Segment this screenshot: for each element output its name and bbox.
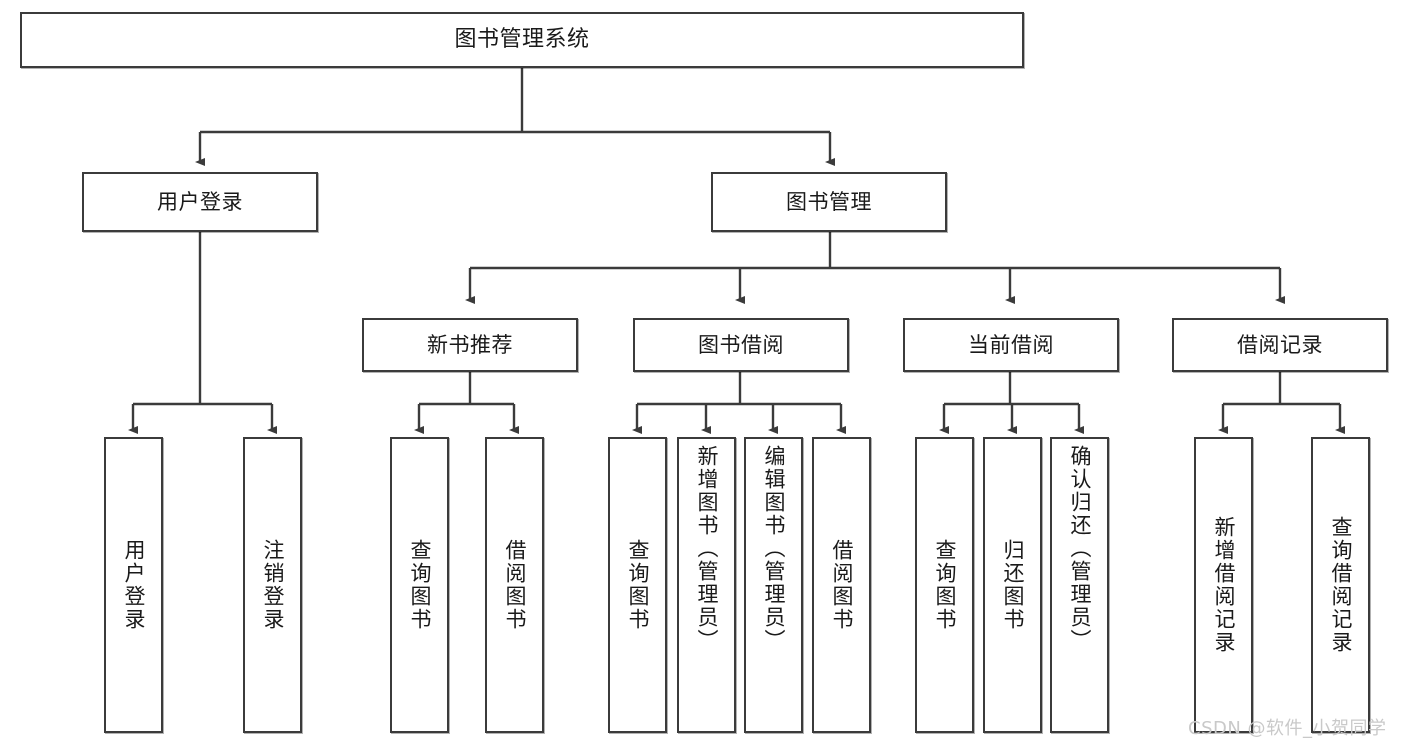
node-leaf-add-book-admin[interactable]: 新增图书（管理员）: [677, 437, 736, 733]
node-current-borrow[interactable]: 当前借阅: [903, 318, 1119, 372]
node-label: 确认归还（管理员）: [1068, 445, 1092, 652]
node-label: 归还图书: [1001, 539, 1025, 631]
node-leaf-edit-book-admin[interactable]: 编辑图书（管理员）: [744, 437, 803, 733]
node-leaf-query-book-borrow[interactable]: 查询图书: [608, 437, 667, 733]
node-leaf-query-borrow-record[interactable]: 查询借阅记录: [1311, 437, 1370, 733]
node-label: 新增借阅记录: [1212, 516, 1236, 654]
node-root-book-management-system[interactable]: 图书管理系统: [20, 12, 1024, 68]
node-new-book-recommend[interactable]: 新书推荐: [362, 318, 578, 372]
node-label: 借阅记录: [1237, 332, 1323, 357]
node-label: 借阅图书: [503, 539, 527, 631]
node-leaf-borrow-book-recommend[interactable]: 借阅图书: [485, 437, 544, 733]
node-leaf-borrow-book[interactable]: 借阅图书: [812, 437, 871, 733]
node-user-login[interactable]: 用户登录: [82, 172, 318, 232]
node-label: 新增图书（管理员）: [695, 445, 719, 652]
node-book-management[interactable]: 图书管理: [711, 172, 947, 232]
node-leaf-query-book-recommend[interactable]: 查询图书: [390, 437, 449, 733]
watermark-text: CSDN @软件_小贺同学: [1188, 718, 1387, 739]
node-label: 图书管理系统: [454, 27, 590, 53]
node-leaf-add-borrow-record[interactable]: 新增借阅记录: [1194, 437, 1253, 733]
node-label: 查询图书: [408, 539, 432, 631]
node-label: 新书推荐: [427, 332, 513, 357]
node-label: 图书管理: [786, 189, 872, 214]
node-label: 查询借阅记录: [1329, 516, 1353, 654]
node-leaf-confirm-return-admin[interactable]: 确认归还（管理员）: [1050, 437, 1109, 733]
node-label: 当前借阅: [968, 332, 1054, 357]
node-label: 借阅图书: [830, 539, 854, 631]
node-leaf-return-book[interactable]: 归还图书: [983, 437, 1042, 733]
node-label: 编辑图书（管理员）: [762, 445, 786, 652]
node-label: 用户登录: [157, 189, 243, 214]
node-label: 图书借阅: [698, 332, 784, 357]
node-leaf-logout[interactable]: 注销登录: [243, 437, 302, 733]
node-label: 用户登录: [122, 539, 146, 631]
node-leaf-user-login[interactable]: 用户登录: [104, 437, 163, 733]
node-label: 查询图书: [933, 539, 957, 631]
node-label: 查询图书: [626, 539, 650, 631]
node-book-borrow[interactable]: 图书借阅: [633, 318, 849, 372]
node-borrow-record[interactable]: 借阅记录: [1172, 318, 1388, 372]
node-label: 注销登录: [261, 539, 285, 631]
node-leaf-query-book-current[interactable]: 查询图书: [915, 437, 974, 733]
